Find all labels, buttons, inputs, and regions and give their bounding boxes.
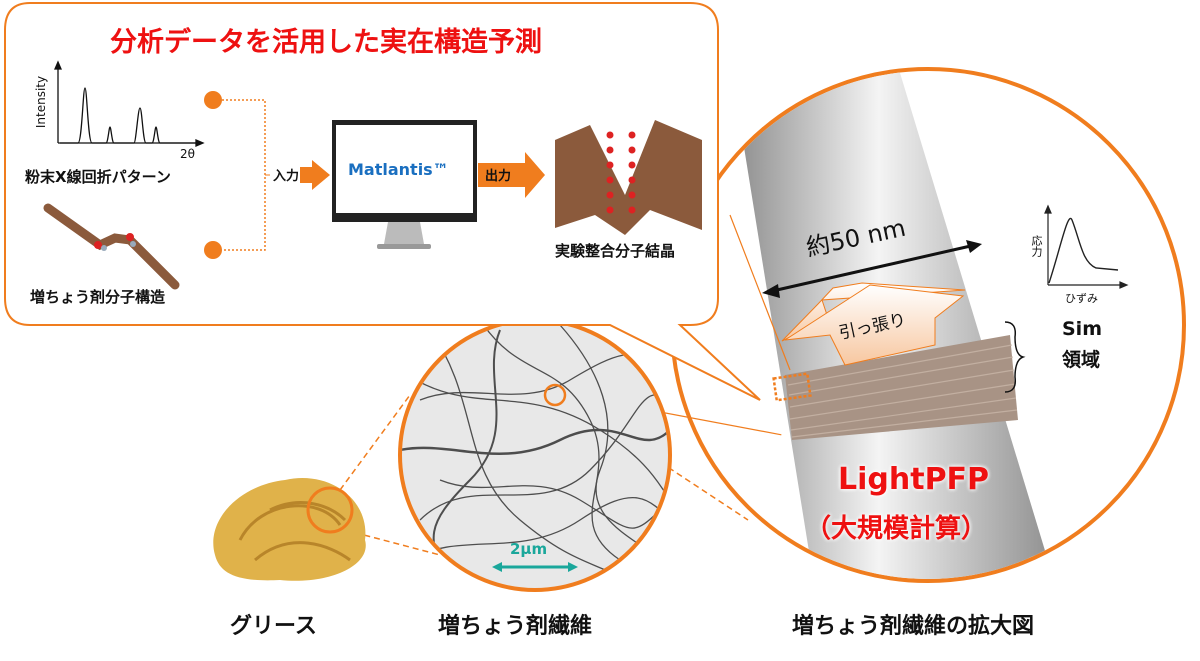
crystal-image bbox=[555, 120, 702, 235]
caption-fiber-zoom: 増ちょう剤繊維の拡大図 bbox=[792, 614, 1035, 639]
molecule-image bbox=[43, 203, 180, 290]
sim-label: Sim bbox=[1062, 318, 1102, 340]
xrd-xlabel: 2θ bbox=[180, 147, 195, 161]
output-arrow bbox=[478, 152, 545, 198]
software-name: Matlantis™ bbox=[348, 160, 449, 179]
page-title: 分析データを活用した実在構造予測 bbox=[110, 27, 542, 58]
molecule-caption: 増ちょう剤分子構造 bbox=[30, 288, 166, 306]
crystal-caption: 実験整合分子結晶 bbox=[555, 242, 676, 260]
sim-region bbox=[785, 335, 1018, 440]
caption-grease: グリース bbox=[230, 614, 317, 639]
xrd-chart bbox=[54, 60, 205, 147]
stress-label: 応力 bbox=[1030, 235, 1043, 257]
grease-image bbox=[213, 478, 366, 581]
method-subtitle: （大規模計算） bbox=[805, 514, 988, 544]
width-arrow bbox=[767, 243, 976, 294]
caption-fiber: 増ちょう剤繊維 bbox=[438, 614, 593, 639]
xrd-ylabel: Intensity bbox=[34, 75, 48, 129]
input-arrow bbox=[300, 160, 330, 190]
stress-strain-plot bbox=[1044, 204, 1129, 289]
input-label: 入力 bbox=[273, 169, 300, 184]
xrd-caption: 粉末X線回折パターン bbox=[25, 168, 171, 186]
sim-label-2: 領域 bbox=[1062, 349, 1101, 371]
analysis-callout bbox=[4, 2, 761, 401]
monitor-icon bbox=[332, 120, 477, 249]
method-name: LightPFP bbox=[838, 462, 990, 497]
scale-bar-label: 2μm bbox=[510, 540, 548, 558]
sim-brace bbox=[1004, 321, 1026, 393]
output-label: 出力 bbox=[485, 169, 512, 184]
strain-label: ひずみ bbox=[1065, 292, 1098, 305]
tem-circle bbox=[398, 318, 672, 592]
fiber-zoom-circle bbox=[670, 67, 1186, 583]
